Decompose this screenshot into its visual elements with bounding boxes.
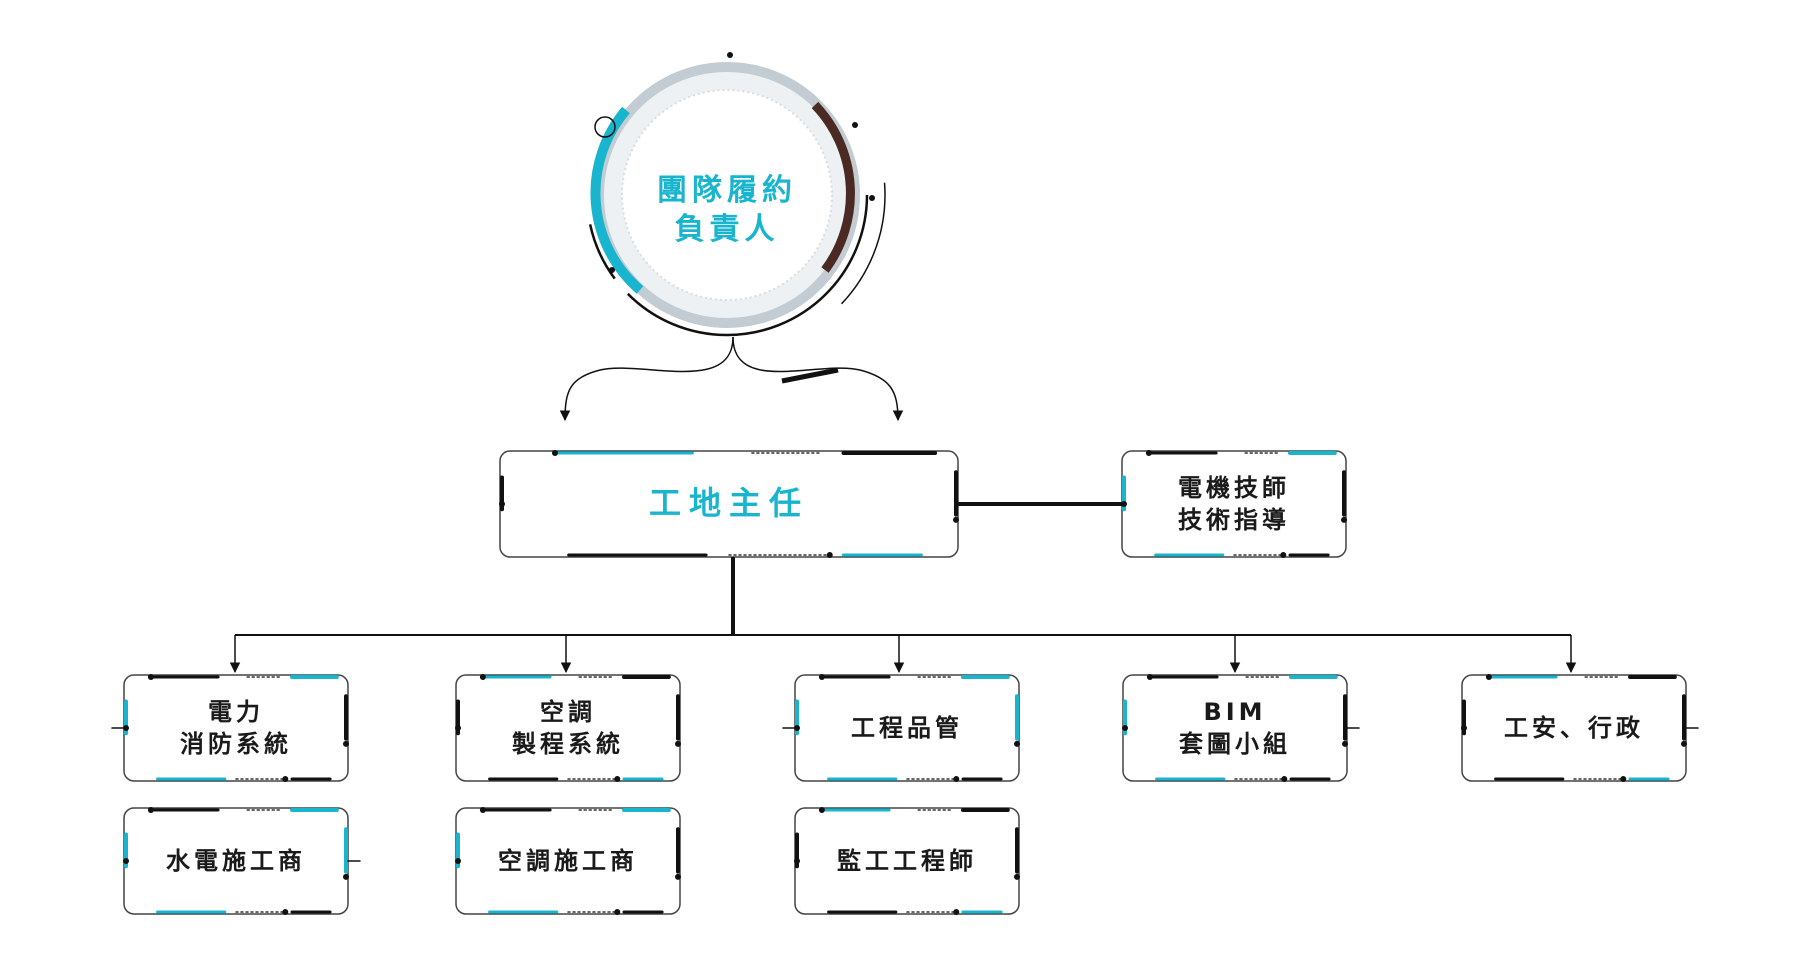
node-bim: BIM 套圖小組 [1123, 675, 1347, 781]
node-electric-fire-line-2: 消防系統 [180, 730, 292, 758]
node-quality-label: 工程品管 [851, 713, 963, 742]
node-safety-admin-label: 工安、行政 [1504, 713, 1644, 742]
node-supervisor-label: 監工工程師 [837, 846, 977, 875]
node-hvac-process-line-2: 製程系統 [512, 730, 624, 758]
node-hvac-contractor-label: 空調施工商 [498, 846, 638, 875]
tree-connectors [229, 502, 1577, 674]
root-line-1: 團隊履約 [657, 173, 797, 208]
node-supervisor: 監工工程師 [795, 808, 1019, 914]
node-mep-contractor-label: 水電施工商 [166, 846, 306, 875]
node-electrician: 電機技師 技術指導 [1122, 451, 1346, 557]
node-electric-fire-line-1: 電力 [208, 697, 264, 726]
node-safety-admin: 工安、行政 [1462, 675, 1686, 781]
node-electrician-line-2: 技術指導 [1178, 506, 1290, 534]
node-electric-fire: 電力 消防系統 [124, 675, 348, 781]
node-bim-line-2: 套圖小組 [1179, 730, 1291, 758]
root-circle [568, 36, 886, 354]
node-hvac-contractor: 空調施工商 [456, 808, 680, 914]
node-mep-contractor: 水電施工商 [124, 808, 348, 914]
node-hvac-process-line-1: 空調 [540, 697, 596, 726]
node-quality: 工程品管 [795, 675, 1019, 781]
root-line-2: 負責人 [674, 212, 780, 247]
node-hvac-process: 空調 製程系統 [456, 675, 680, 781]
node-frames [111, 450, 1699, 915]
node-electrician-line-1: 電機技師 [1178, 473, 1290, 502]
node-site-director: 工地主任 [500, 451, 958, 557]
root-connectors [559, 336, 904, 422]
node-bim-line-1: BIM [1203, 697, 1267, 726]
node-site-director-label: 工地主任 [648, 484, 809, 523]
root-node-label: 團隊履約 負責人 [612, 145, 842, 275]
